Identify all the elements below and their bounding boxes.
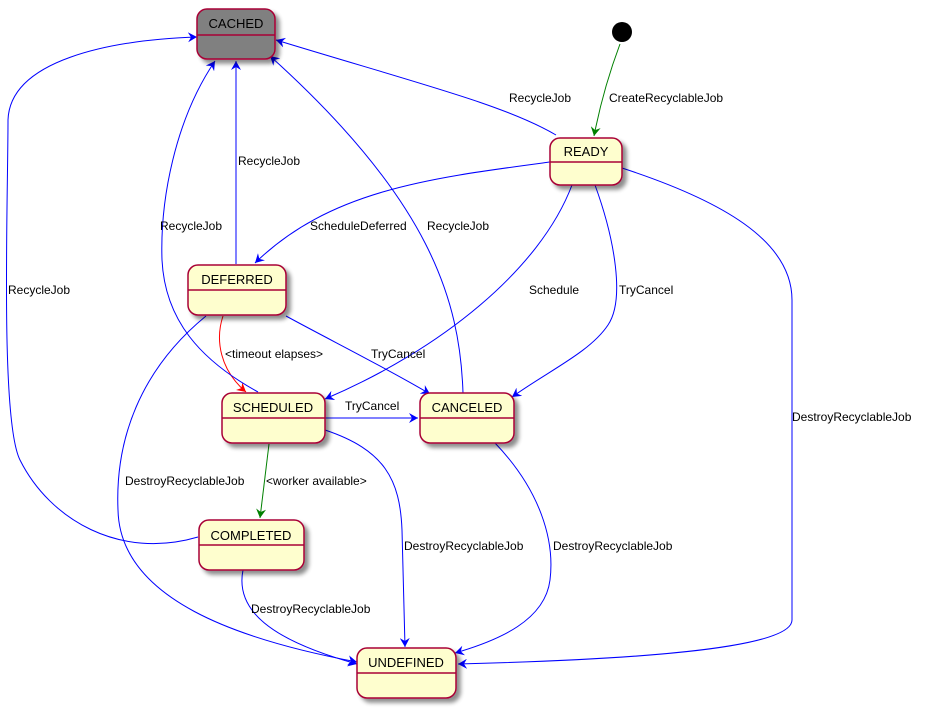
state-deferred: DEFERRED (187, 264, 287, 316)
state-label-ready: READY (564, 144, 609, 159)
state-label-cached: CACHED (209, 16, 264, 31)
label-deferred-to-canceled: TryCancel (371, 347, 425, 361)
edge-initial-to-ready (590, 43, 621, 137)
state-label-deferred: DEFERRED (201, 272, 273, 287)
label-scheduled-to-cached: RecycleJob (160, 219, 222, 233)
label-ready-to-undefined: DestroyRecyclableJob (792, 410, 912, 424)
state-scheduled: SCHEDULED (221, 392, 326, 444)
label-ready-to-deferred: ScheduleDeferred (310, 219, 407, 233)
initial-state-dot (612, 22, 632, 42)
state-label-completed: COMPLETED (211, 528, 292, 543)
edge-canceled-to-undefined (454, 442, 552, 656)
label-canceled-to-cached: RecycleJob (427, 219, 489, 233)
label-deferred-to-undefined: DestroyRecyclableJob (125, 474, 245, 488)
edge-scheduled-to-completed (256, 443, 270, 519)
edge-scheduled-to-cached (161, 60, 259, 393)
state-label-canceled: CANCELED (432, 400, 503, 415)
state-label-undefined: UNDEFINED (368, 655, 444, 670)
edge-deferred-to-scheduled (219, 315, 247, 393)
transitions (5, 32, 793, 669)
edge-ready-to-scheduled (324, 184, 573, 401)
edge-ready-to-deferred (254, 161, 551, 264)
label-scheduled-to-undefined: DestroyRecyclableJob (404, 539, 524, 553)
edge-ready-to-cached (275, 37, 557, 136)
edge-scheduled-to-undefined (324, 429, 410, 648)
label-initial-to-ready: CreateRecyclableJob (609, 91, 723, 105)
state-undefined: UNDEFINED (356, 647, 457, 699)
state-canceled: CANCELED (419, 392, 515, 444)
label-deferred-to-scheduled: <timeout elapses> (225, 347, 323, 361)
edge-completed-to-cached (5, 32, 199, 545)
label-canceled-to-undefined: DestroyRecyclableJob (553, 539, 673, 553)
transition-labels: CreateRecyclableJob RecycleJob ScheduleD… (8, 91, 912, 616)
edge-ready-to-canceled (511, 184, 618, 398)
label-ready-to-canceled: TryCancel (619, 283, 673, 297)
edge-canceled-to-cached (269, 55, 464, 394)
label-completed-to-undefined: DestroyRecyclableJob (251, 602, 371, 616)
label-ready-to-scheduled: Schedule (529, 283, 579, 297)
edge-deferred-to-undefined (117, 315, 358, 666)
label-ready-to-cached: RecycleJob (509, 91, 571, 105)
state-ready: READY (549, 137, 623, 186)
label-scheduled-to-completed: <worker available> (266, 474, 367, 488)
edge-deferred-to-canceled (285, 315, 431, 395)
state-label-scheduled: SCHEDULED (233, 400, 313, 415)
edge-completed-to-undefined (241, 569, 358, 667)
state-completed: COMPLETED (198, 519, 305, 571)
label-deferred-to-cached: RecycleJob (238, 154, 300, 168)
label-completed-to-cached: RecycleJob (8, 283, 70, 297)
state-cached: CACHED (196, 8, 276, 60)
label-scheduled-to-canceled: TryCancel (345, 399, 399, 413)
edge-ready-to-undefined (457, 167, 793, 669)
